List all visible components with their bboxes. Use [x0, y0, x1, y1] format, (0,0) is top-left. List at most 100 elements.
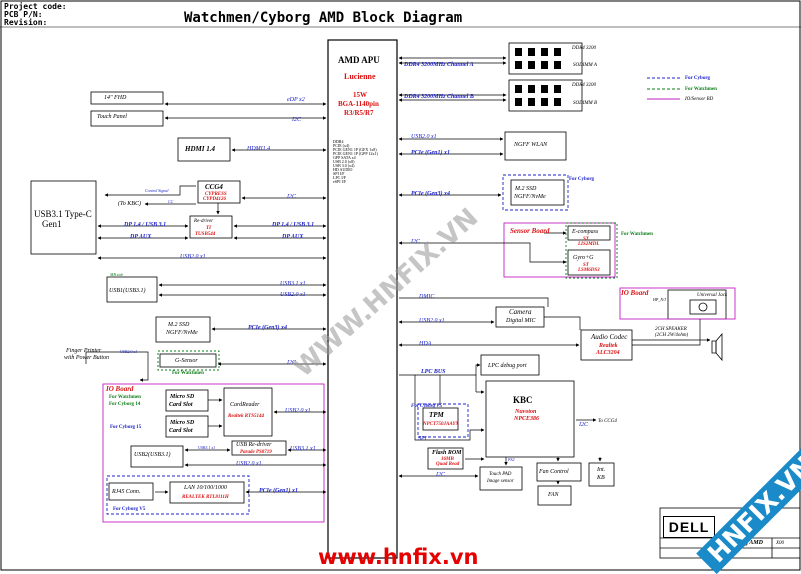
tpm-part: NPCT750JAAYX [423, 422, 459, 427]
sodimm-b-label: SODIMM B [573, 101, 598, 106]
apu-if: PCIE GEN1 1P (GFX 1x8) [333, 147, 377, 152]
usb20-typec-bus: USB2.0 x1 [180, 254, 206, 260]
e-compass-vendor: ST [583, 237, 589, 242]
apu-block [327, 39, 398, 559]
cc-signal: CC [168, 199, 174, 204]
watermark-bottom: www.hnfix.vn [318, 545, 479, 569]
i2c-kbc-bus: I2C [579, 422, 588, 428]
apu-if: eSPI I/F [333, 179, 347, 184]
apu-if: SPI I/F [333, 171, 345, 176]
usb31-type-c: USB3.1 Type-C [34, 209, 92, 219]
io-usb31-bus-2: USB3.1 x1 [290, 446, 316, 452]
rj45-connector: RJ45 Conn. [112, 489, 141, 495]
fan: FAN [548, 492, 559, 498]
spi-bus: SPI [418, 436, 427, 442]
dp-aux-right-bus: DP AUX [282, 234, 304, 240]
micro-sd-2-slot: Card Slot [169, 428, 193, 434]
io-for-watchmen: For Watchmen [109, 395, 141, 400]
micro-sd-1-slot: Card Slot [169, 402, 193, 408]
pcb-pn-label: PCB P/N: [4, 10, 43, 19]
wlan-usb-bus: USB2.0 x1 [411, 134, 437, 140]
fingerprint-power-button: with Power Button [64, 355, 109, 361]
redriver-part: TUSB544 [195, 232, 216, 237]
fingerprint-usb: USB2.0 x1 [120, 349, 138, 354]
cardreader-usb-bus: USB2.0 x1 [285, 408, 311, 414]
hda-bus: HDA [419, 341, 432, 347]
apu-power: 15W [353, 91, 367, 99]
i2c-ccg-bus: I2C [287, 194, 296, 200]
digital-mic: Digital MIC [506, 318, 536, 324]
fingerprint-reader: Finger Printer [66, 348, 102, 354]
usb31-port-bus: USB3.1 x1 [280, 281, 306, 287]
usb20-port-bus: USB2.0 x1 [280, 292, 306, 298]
usb2-usb31-port: USB2(USB3.1) [134, 452, 171, 458]
apu-if: DDR4 [333, 139, 344, 144]
fan-control: Fan Control [539, 469, 569, 475]
flash-rom: Flash ROM [432, 450, 462, 456]
tpm-for-cyborg-v5: For Cyborg V5 [411, 404, 443, 409]
m2-ssd-left: M.2 SSD [168, 322, 190, 328]
redriver-vendor: TI [206, 226, 211, 231]
audio-part: ALC3204 [596, 350, 620, 356]
i2c-touch-bus: I2C [292, 117, 301, 123]
usb1-port: USB1(USB3.1) [109, 288, 146, 294]
ngff-wlan: NGFF WLAN [514, 142, 548, 148]
pcie-gen3-right-bus: PCIe (Gen3) x4 [411, 191, 450, 197]
io-usb31-bus: USB3.1 x1 [198, 445, 216, 450]
g-sensor: G-Sensor [175, 358, 198, 364]
touch-panel: Touch Panel [97, 114, 127, 120]
dp-aux-left-bus: DP AUX [130, 234, 152, 240]
apu-if: USB 3.0 (x4) [333, 163, 355, 168]
io-usb20-bus: USB2.0 x1 [236, 461, 262, 467]
speaker-label: 2CH SPEAKER [655, 327, 687, 332]
io-for-cyborg14: For Cyborg 14 [109, 402, 141, 407]
lan-part: REALTEK RTL8111H [182, 495, 229, 500]
ngff-nvme-left: NGFF/NvMe [166, 330, 198, 336]
sensor-for-watchmen: For Watchmen [621, 232, 653, 237]
sodimm-a-speed: DDR4 3200 [572, 46, 597, 51]
apu-variant: R3/R5/R7 [344, 109, 374, 117]
camera-usb-bus: USB2.0 x1 [419, 318, 445, 324]
io-board-title: IO Board [106, 385, 134, 393]
hdmi-connector: HDMI 1.4 [185, 145, 215, 153]
m2-ssd-right: M.2 SSD [515, 186, 537, 192]
cardreader: CardReader [230, 402, 260, 408]
edp-bus: eDP x2 [287, 97, 305, 103]
apu-if: LPC I/F [333, 175, 347, 180]
apu-interface-list: DDR4 PCIE (x4) PCIE GEN1 1P (GFX 1x8) PC… [333, 140, 378, 184]
apu-if: PCIE (x4) [333, 143, 350, 148]
legend-cyborg: For Cyborg [685, 76, 711, 81]
io-board-right-title: IO Board [621, 289, 649, 297]
micro-sd-2: Micro SD [170, 420, 195, 426]
ccg4-part: CYPD4126 [203, 197, 227, 202]
ssd-for-cyborg: For Cyborg [569, 177, 595, 182]
sodimm-b-speed: DDR4 3200 [572, 83, 597, 88]
io-for-cyborg15: For Cyborg 15 [110, 425, 142, 430]
audio-codec: Audio Codec [591, 333, 628, 341]
gyro-part: LSM6DS3 [578, 268, 600, 273]
usb-redriver: USB Re-driver [236, 442, 272, 448]
i2c-touchpad-bus: I2C [436, 472, 445, 478]
usb-redriver-part: Parade PS8719 [240, 450, 272, 455]
camera: Camera [509, 308, 532, 316]
g-sensor-for-watchmen: For Watchmen [172, 371, 204, 376]
legend-io-sensor: IO/Sensor BD [685, 97, 714, 102]
speaker-spec: (2CH 2W/4ohm) [655, 333, 689, 338]
hp-nj: HP_N/J [653, 297, 666, 302]
legend-watchmen: For Watchmen [685, 87, 717, 92]
apu-name: AMD APU [338, 55, 380, 65]
sensor-board-title: Sensor Board [510, 227, 550, 235]
apu-if: USB 2.0 (x8) [333, 159, 355, 164]
micro-sd-1: Micro SD [170, 394, 195, 400]
to-kbc-label: (To KBC) [118, 201, 141, 207]
apu-codename: Lucienne [344, 72, 376, 81]
touchpad: Touch PAD [489, 472, 512, 477]
apu-if: GPP SATA x4 [333, 155, 356, 160]
kbc-vendor: Nuvoton [515, 409, 537, 415]
cardreader-part: Realtek RTS5144 [228, 414, 264, 419]
image-sensor: Image sensor [487, 479, 514, 484]
flash-size: 16MB [441, 457, 454, 462]
ccg4-chip: CCG4 [205, 183, 223, 191]
tpm-chip: TPM [429, 411, 444, 419]
